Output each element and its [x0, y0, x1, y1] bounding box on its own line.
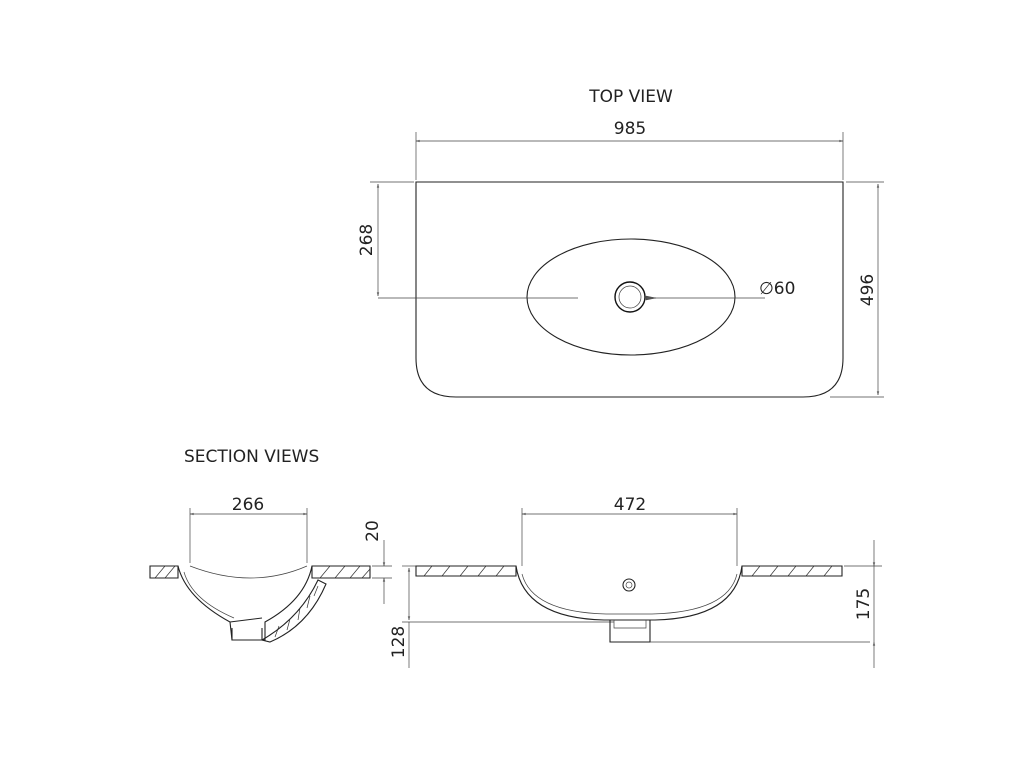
waste-outer	[614, 281, 646, 313]
thickness-label: 20	[363, 520, 383, 542]
bowl-offset-label: 268	[357, 224, 377, 256]
bowl-offset-dimension: 268	[357, 181, 414, 297]
front-bowl-width-label: 472	[614, 495, 646, 515]
thickness-dimension: 20	[363, 520, 392, 604]
side-section: 266	[149, 495, 371, 643]
front-section: 472	[415, 495, 870, 643]
side-bowl-width-label: 266	[232, 495, 264, 515]
basin-outline	[415, 181, 844, 398]
top-view-title: TOP VIEW	[588, 87, 673, 107]
depth-label: 496	[858, 274, 878, 306]
width-label: 985	[614, 119, 646, 139]
height-dimension: 175	[844, 540, 882, 668]
bowl-depth-dimension: 128	[389, 565, 614, 668]
bowl-depth-label: 128	[389, 626, 409, 658]
section-views-title: SECTION VIEWS	[184, 447, 319, 467]
width-dimension: 985	[415, 119, 844, 180]
waste-inner	[618, 285, 642, 309]
height-label: 175	[854, 588, 874, 620]
waste-diameter-label: ∅60	[759, 279, 795, 299]
bowl-ellipse	[526, 238, 736, 356]
depth-dimension: 496	[830, 181, 884, 398]
